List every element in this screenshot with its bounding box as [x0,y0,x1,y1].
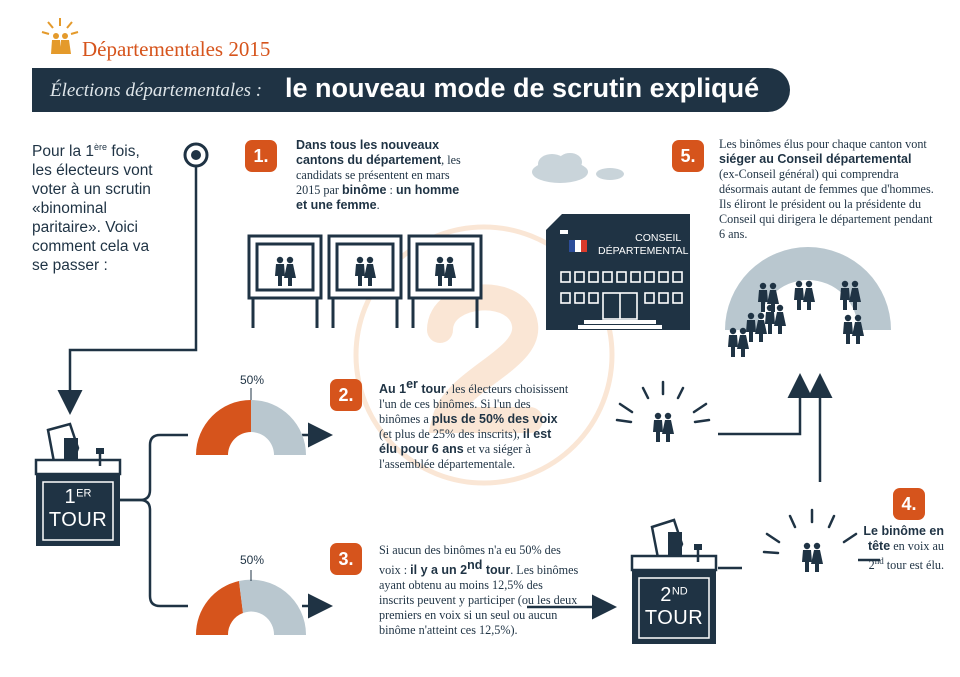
intro-line1-b: fois, [107,143,140,161]
page-title: le nouveau mode de scrutin expliqué [285,73,760,103]
branch-connectors [120,373,880,620]
step-4-plain1: en voix au 2 [868,539,944,573]
gauge1-label: 50% [240,373,265,387]
step-4-sup1: nd [874,556,884,566]
intro-line1-a: Pour la 1 [32,143,95,161]
building-label-line2: DÉPARTEMENTAL [598,245,689,257]
step-4-text: Le binôme en tête en voix au 2nd tour es… [860,524,944,573]
step-1-plain2: : [386,183,396,197]
step-3-badge: 3. [330,543,362,575]
step-2-bold3: il est élu pour 6 ans [379,427,552,457]
step-4-bold1: Le binôme en tête [863,524,944,553]
step-5-bold1: siéger au Conseil départemental [719,152,912,166]
step-2-badge: 2. [330,379,362,411]
step-2-bold1: Au 1 [379,382,407,397]
step-2-plain1: , les électeurs choisissent l'un de ces … [379,382,569,427]
step-2-bold2: plus de 50% des voix [431,412,558,427]
brand-logo-icon [41,18,79,54]
elected-couple-icon [615,380,711,442]
step-1-bold3: un homme et une femme [296,183,460,212]
hemicycle-icon [725,247,891,357]
gauge2-label: 50% [240,553,265,567]
cloud-icon [532,153,624,183]
polling-booths-icon [247,234,483,328]
step-2-bold1b: tour [417,382,446,397]
step-5-badge: 5. [672,140,704,172]
ballot-box-tour2-icon [630,518,718,644]
gauge-tour2 [195,570,307,635]
tour1-text: TOUR [48,509,108,531]
gauge-tour1 [196,388,306,455]
intro-text: Pour la 1ère fois, les électeurs vont vo… [32,138,162,275]
tour1-label: 1ER TOUR [43,486,113,532]
step-3-sup1: nd [467,558,483,572]
title-bar [32,68,790,112]
step-3-plain2: . Les binômes ayant obtenu au moins 12,5… [379,563,579,638]
ballot-box-tour1-icon [34,422,122,546]
step-2-sup1: er [406,377,418,391]
start-node [57,142,209,415]
step-5-plain1: Les binômes élus pour chaque canton vont [719,137,927,151]
step-1-plain1: , les candidats se présentent en mars 20… [296,153,461,197]
step-1-bold1: Dans tous les nouveaux cantons du départ… [296,138,442,167]
step-5-text: Les binômes élus pour chaque canton vont… [719,137,934,242]
step-2-text: Au 1er tour, les électeurs choisissent l… [379,377,569,472]
step-4-badge: 4. [893,488,925,520]
step-5-plain2: (ex-Conseil général) qui comprendra déso… [719,167,934,241]
intro-line1-sup: ère [94,142,108,152]
step-4-plain2: tour est élu. [883,558,944,573]
council-building-icon [546,214,690,330]
step-3-text: Si aucun des binômes n'a eu 50% des voix… [379,543,579,638]
step-3-bold1b: tour [482,563,511,578]
tour2-num: 2 [660,584,672,606]
tour2-sup: ND [671,585,688,598]
step-1-text: Dans tous les nouveaux cantons du départ… [296,138,471,213]
winning-couple-icon [762,508,858,572]
tour1-sup: ER [76,487,92,500]
step-3-bold1: il y a un 2 [410,563,468,578]
watermark [353,224,615,486]
step-1-bold2: binôme [342,183,387,197]
building-label-line1: CONSEIL [635,232,682,244]
intro-rest: les électeurs vont voter à un scrutin «b… [32,162,153,275]
title-italic: Élections départementales : [50,80,263,101]
brand-name: Départementales 2015 [82,37,271,61]
tour1-num: 1 [64,486,77,508]
step-3-plain1: Si aucun des binômes n'a eu 50% des voix… [379,543,561,578]
tour2-text: TOUR [644,607,704,629]
step-1-badge: 1. [245,140,277,172]
step-2-plain3: et va siéger à l'assemblée départemental… [379,442,531,472]
tour2-label: 2ND TOUR [639,584,709,630]
step-2-plain2: (et plus de 25% des inscrits), [379,427,523,442]
step-1-plain3: . [376,198,380,212]
